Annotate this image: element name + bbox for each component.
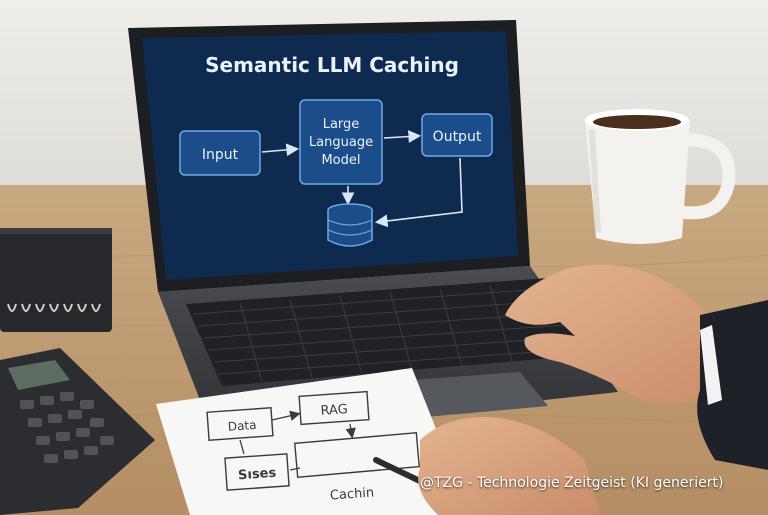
screen-diagram: Semantic LLM Caching Input Large Languag… (179, 53, 493, 247)
input-node (179, 130, 261, 176)
input-node-label: Input (202, 147, 239, 163)
sketch-s-label: Sıses (238, 466, 277, 484)
sketch-caching-label: Cachin (329, 485, 374, 503)
coffee-mug (585, 109, 736, 244)
suit-sleeve (697, 300, 768, 470)
sketch-rag-box (298, 390, 370, 426)
screen-title: Semantic LLM Caching (205, 53, 459, 77)
notebook (0, 228, 112, 332)
sketch-s-box (224, 453, 290, 491)
database-icon (327, 203, 373, 247)
llm-node-label-1: Large (323, 117, 360, 132)
arrow-llm-to-output (383, 130, 422, 143)
llm-node-label-2: Language (309, 135, 373, 150)
arrow-output-to-cache (374, 157, 463, 228)
writing-hand (373, 416, 600, 515)
sketch-data-label: Data (227, 418, 257, 434)
output-node-label: Output (433, 129, 482, 145)
calculator (0, 348, 155, 515)
sketch-rag-label: RAG (320, 402, 348, 419)
llm-node-label-3: Model (321, 153, 360, 168)
laptop (128, 20, 618, 436)
right-hand (505, 264, 768, 470)
llm-node (299, 99, 383, 185)
paper-sketch: Data RAG Sıses Cachin (156, 368, 470, 515)
watermark-text: @TZG - Technologie Zeitgeist (KI generie… (420, 475, 724, 491)
arrow-input-to-llm (261, 143, 300, 157)
output-node (421, 113, 493, 157)
sketch-data-box (206, 407, 274, 441)
